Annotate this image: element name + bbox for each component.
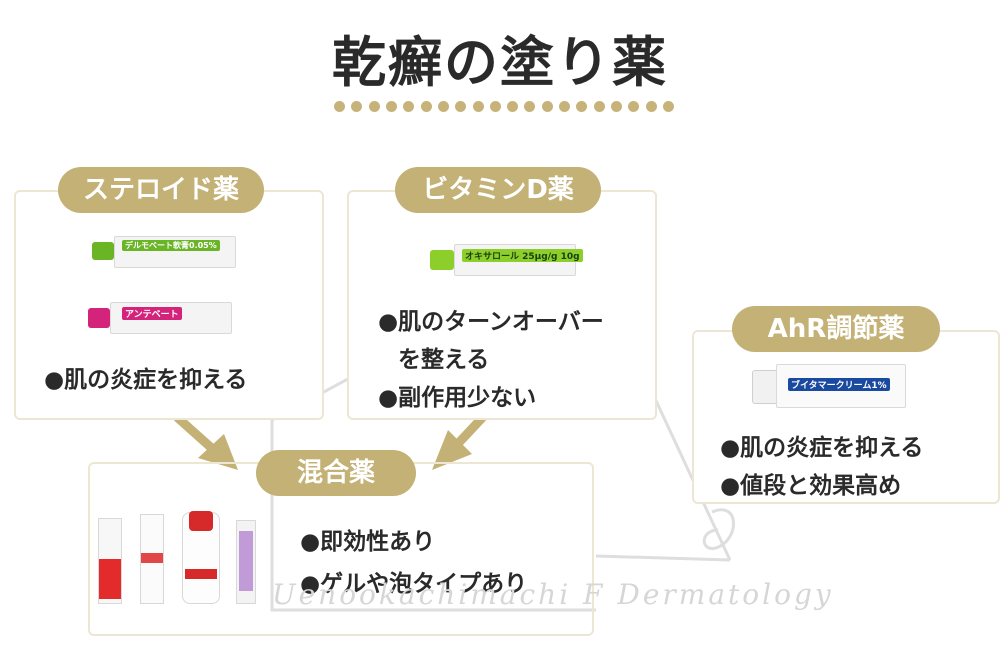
mixed-label: 混合薬	[256, 450, 416, 496]
arrow-vitamin-to-mixed	[432, 413, 487, 470]
dermovate-tube-image: デルモベート軟膏0.05%	[92, 232, 242, 272]
ahr-label: AhR調節薬	[732, 306, 940, 352]
page-title: 乾癬の塗り薬	[332, 31, 668, 94]
vtamar-tube-label: ブイタマークリーム1%	[788, 378, 890, 391]
title-dot-divider	[334, 101, 674, 113]
clinic-watermark: Uenookachimachi F Dermatology	[272, 578, 834, 611]
arrow-steroid-to-mixed	[173, 413, 238, 470]
ahr-line-1: ●肌の炎症を抑える	[720, 435, 924, 461]
vitamin-d-card	[347, 190, 657, 420]
antebate-tube-image: アンテベート	[88, 298, 238, 338]
ahr-line-2: ●値段と効果高め	[720, 473, 902, 499]
oxarol-tube-image: オキサロール 25µg/g 10g	[430, 240, 583, 280]
vitamin-d-label: ビタミンD薬	[395, 167, 601, 213]
mixed-line-2: ●ゲルや泡タイプあり	[300, 571, 528, 597]
steroid-effect: ●肌の炎症を抑える	[44, 367, 248, 393]
vitamin-d-line-2: を整える	[398, 347, 490, 373]
antebate-tube-label: アンテベート	[122, 307, 182, 320]
vtamar-tube-image: ブイタマークリーム1%	[752, 362, 908, 412]
oxarol-tube-label: オキサロール 25µg/g 10g	[462, 249, 583, 262]
mixed-line-1: ●即効性あり	[300, 529, 436, 555]
steroid-label: ステロイド薬	[58, 167, 264, 213]
vitamin-d-line-3: ●副作用少ない	[378, 385, 537, 411]
vitamin-d-line-1: ●肌のターンオーバー	[378, 309, 604, 335]
dermovate-tube-label: デルモベート軟膏0.05%	[122, 240, 220, 251]
mixed-products-image	[96, 510, 266, 604]
